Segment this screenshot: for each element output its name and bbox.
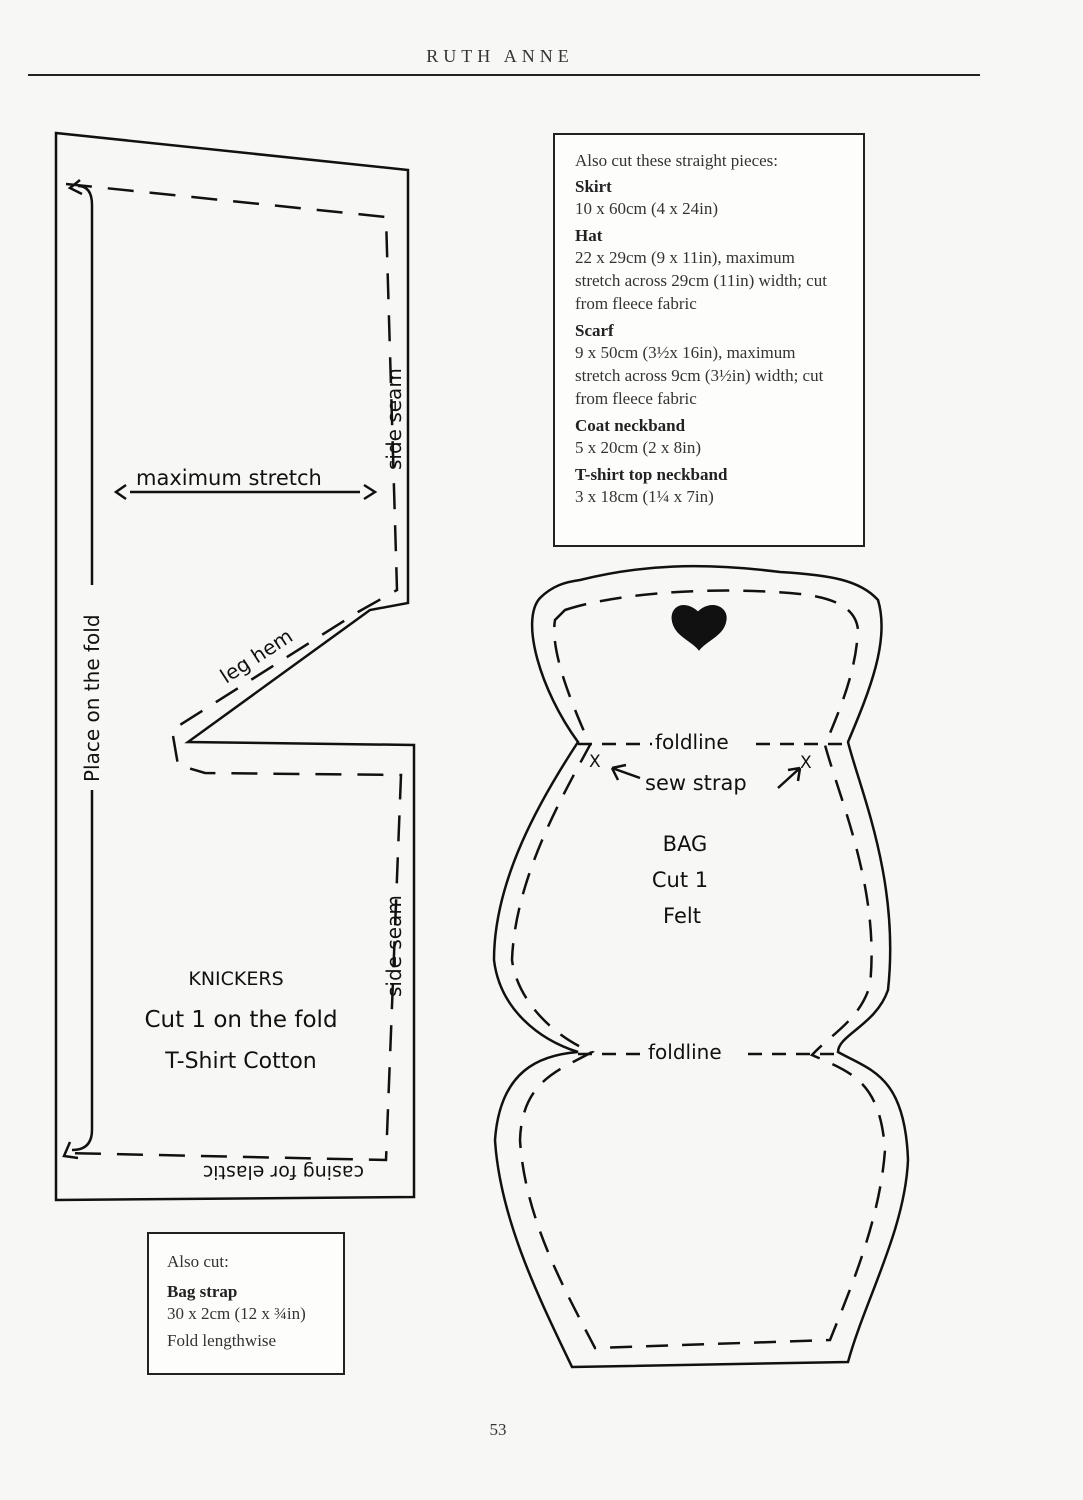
knickers-instruction: Cut 1 on the fold <box>144 1007 337 1033</box>
foldline-label-top: foldline <box>655 730 729 754</box>
straight-piece-item: Hat 22 x 29cm (9 x 11in), maximum stretc… <box>575 226 843 315</box>
bag-title: BAG <box>663 832 708 856</box>
bag-pattern <box>492 564 910 1369</box>
bag-strap-desc: 30 x 2cm (12 x ¾in) <box>167 1304 306 1323</box>
sew-strap-arrow-left <box>610 763 641 781</box>
bag-marker-left: X <box>589 752 601 772</box>
knickers-pattern <box>54 131 416 1202</box>
piece-desc: 10 x 60cm (4 x 24in) <box>575 199 719 218</box>
piece-name: Hat <box>575 226 603 245</box>
stretch-arrow-head-left <box>113 483 127 501</box>
piece-desc: 22 x 29cm (9 x 11in), maximum stretch ac… <box>575 248 827 313</box>
leg-hem-label: leg hem <box>216 624 297 688</box>
also-cut-box: Also cut: Bag strap 30 x 2cm (12 x ¾in) … <box>147 1232 345 1375</box>
straight-pieces-intro: Also cut these straight pieces: <box>575 151 779 170</box>
straight-piece-item: Coat neckband 5 x 20cm (2 x 8in) <box>575 416 843 459</box>
piece-name: T-shirt top neckband <box>575 465 728 484</box>
foldline-label-bottom: foldline <box>648 1040 722 1064</box>
piece-name: Skirt <box>575 177 612 196</box>
bag-stitch-line <box>510 589 887 1350</box>
bag-marker-right: X <box>800 753 812 773</box>
piece-desc: 9 x 50cm (3½x 16in), maximum stretch acr… <box>575 343 824 408</box>
sew-strap-arrow-right <box>777 766 802 789</box>
bag-strap-name: Bag strap <box>167 1282 238 1301</box>
header-rule <box>28 74 980 76</box>
fold-label: Place on the fold <box>80 614 104 782</box>
piece-name: Coat neckband <box>575 416 686 435</box>
page-number: 53 <box>489 1420 507 1439</box>
piece-name: Scarf <box>575 321 614 340</box>
knickers-fabric: T-Shirt Cotton <box>164 1049 317 1074</box>
knickers-stitch-line <box>64 182 403 1162</box>
bag-instruction: Cut 1 <box>652 868 708 892</box>
side-seam-label-bottom: side seam <box>382 895 406 997</box>
piece-desc: 5 x 20cm (2 x 8in) <box>575 438 702 457</box>
knickers-cut-outline <box>54 131 416 1202</box>
sew-strap-label: sew strap <box>645 771 747 795</box>
also-cut-intro: Also cut: <box>167 1252 229 1271</box>
stretch-label: maximum stretch <box>136 466 322 490</box>
straight-pieces-box: Also cut these straight pieces: Skirt 10… <box>553 133 865 547</box>
heart-icon <box>671 604 727 651</box>
bag-fabric: Felt <box>663 904 701 928</box>
bag-strap-note: Fold lengthwise <box>167 1331 277 1350</box>
bag-cut-outline <box>492 564 910 1369</box>
piece-desc: 3 x 18cm (1¼ x 7in) <box>575 487 714 506</box>
side-seam-label-top: side seam <box>382 368 406 470</box>
running-header: RUTH ANNE <box>426 46 574 66</box>
stretch-arrow-head-right <box>363 483 378 501</box>
straight-piece-item: Scarf 9 x 50cm (3½x 16in), maximum stret… <box>575 321 843 410</box>
fold-arrow-head-top <box>67 179 83 196</box>
straight-piece-item: Skirt 10 x 60cm (4 x 24in) <box>575 177 843 220</box>
knickers-title: KNICKERS <box>188 968 283 990</box>
casing-label: casing for elastic <box>203 1161 364 1183</box>
fold-arrow-head-bottom <box>62 1141 79 1160</box>
straight-piece-item: T-shirt top neckband 3 x 18cm (1¼ x 7in) <box>575 465 843 508</box>
fold-arrow-line <box>71 184 94 1152</box>
